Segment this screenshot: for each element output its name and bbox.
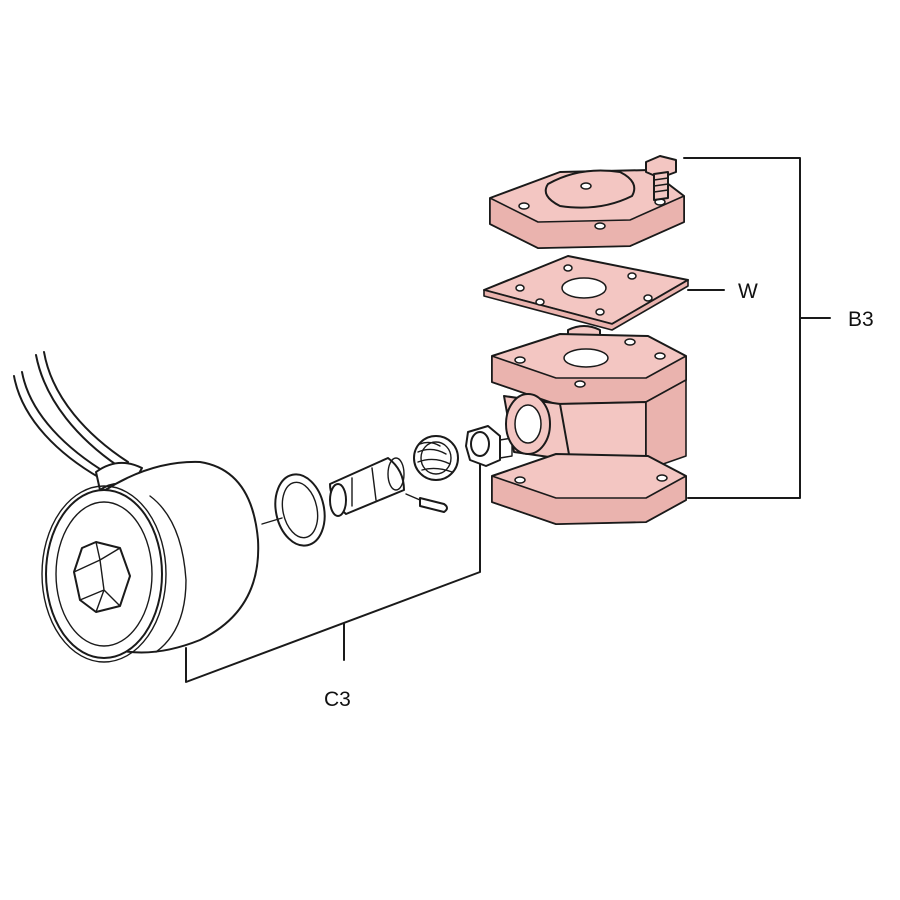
c3-bracket <box>185 463 481 683</box>
valve-body <box>491 333 687 525</box>
gasket-w <box>483 255 689 331</box>
coil-lead-wires <box>13 351 129 479</box>
spring <box>413 435 459 481</box>
b3-bracket <box>683 157 801 499</box>
label-w: W <box>738 280 758 303</box>
cover-bolt <box>645 155 677 201</box>
label-c3: C3 <box>324 688 351 711</box>
plunger-tube <box>329 457 405 517</box>
callout-lines <box>185 157 831 683</box>
o-ring <box>261 473 326 547</box>
coil-retaining-nut <box>73 541 131 613</box>
solenoid-coil <box>13 351 260 663</box>
label-b3: B3 <box>848 308 874 331</box>
valve-cover <box>489 169 685 249</box>
plunger-pin <box>405 493 448 513</box>
bonnet-fitting <box>465 425 513 467</box>
